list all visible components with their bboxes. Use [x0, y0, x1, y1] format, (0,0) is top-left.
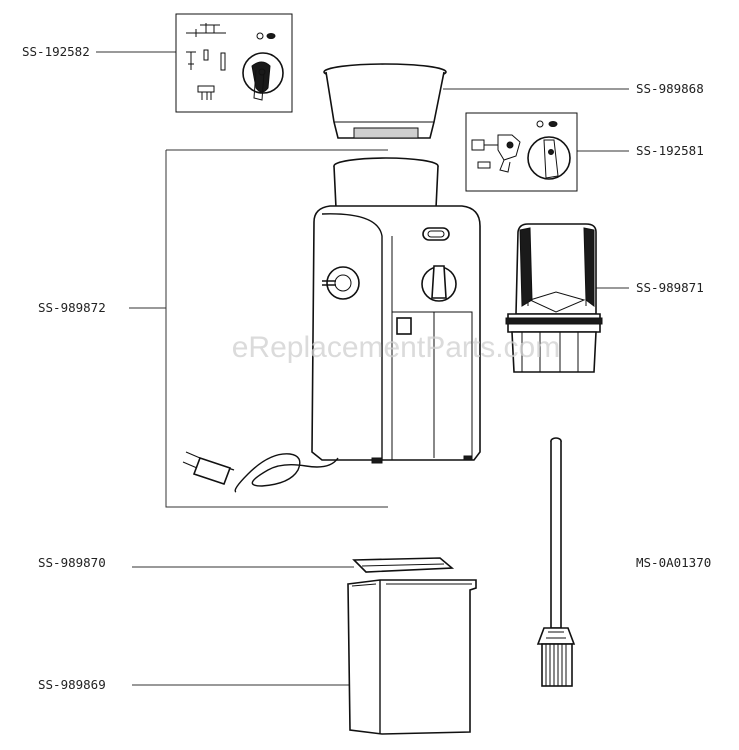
label-ss-192581: SS-192581	[636, 143, 704, 158]
watermark-text: eReplacementParts.com	[232, 331, 560, 364]
label-ss-989872: SS-989872	[38, 300, 106, 315]
lid-part	[323, 63, 447, 139]
bean-container-part	[505, 223, 603, 373]
grinder-body-part	[182, 157, 481, 493]
label-ss-989871: SS-989871	[636, 280, 704, 295]
container-lid-part	[352, 557, 455, 573]
ground-coffee-container-part	[347, 579, 477, 735]
cleaning-brush-part	[536, 437, 576, 687]
label-ss-989869: SS-989869	[38, 677, 106, 692]
knob-kit-right-part	[465, 112, 578, 192]
knob-kit-left-part	[175, 13, 293, 113]
label-ss-989870: SS-989870	[38, 555, 106, 570]
label-ms-0a01370: MS-0A01370	[636, 555, 711, 570]
leader-lines	[96, 51, 629, 686]
label-ss-989868: SS-989868	[636, 81, 704, 96]
label-ss-192582: SS-192582	[22, 44, 90, 59]
